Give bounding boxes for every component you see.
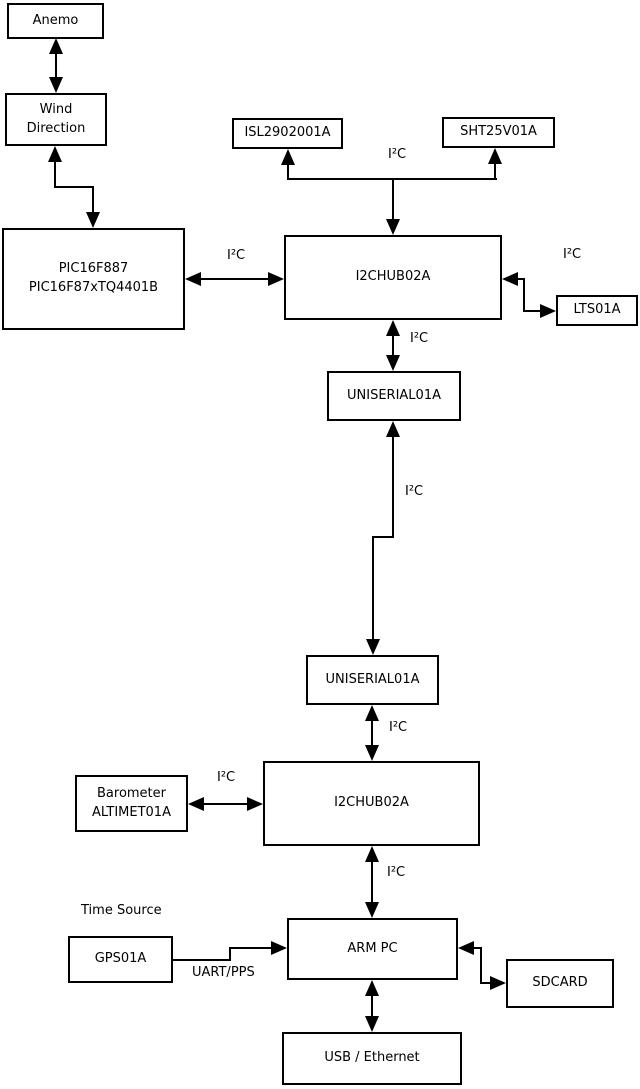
connector-topbus-sht-riser bbox=[494, 160, 496, 180]
arrowhead-down-usb-top bbox=[365, 1016, 379, 1032]
arrowhead-right-hub2-left bbox=[247, 797, 263, 811]
block-pic-label-line2: PIC16F87xTQ4401B bbox=[28, 280, 159, 295]
connector-gps-armpc-seg3 bbox=[229, 947, 273, 949]
arrowhead-up-anemo bbox=[49, 38, 63, 54]
arrowhead-right-sdcard bbox=[490, 976, 506, 990]
block-uniserial-bottom-label: UNISERIAL01A bbox=[325, 671, 420, 687]
edge-label-uart-pps: UART/PPS bbox=[192, 965, 255, 980]
edge-label-i2c-uniserial-link: I²C bbox=[405, 484, 424, 499]
arrowhead-up-hub1-bottom bbox=[386, 320, 400, 336]
block-barometer-label-line2: ALTIMET01A bbox=[92, 804, 171, 820]
connector-hub1-lts-seg3 bbox=[523, 310, 542, 312]
block-i2chub-top-label: I2CHUB02A bbox=[355, 269, 431, 285]
block-wind-direction-label-line1: Wind bbox=[39, 101, 73, 117]
block-wind-direction: Wind Direction bbox=[5, 93, 107, 146]
block-gps-label: GPS01A bbox=[94, 951, 147, 967]
edge-label-i2c-pic-hub: I²C bbox=[227, 248, 246, 263]
block-sdcard: SDCARD bbox=[506, 959, 614, 1008]
arrowhead-up-wind-bottom bbox=[48, 146, 62, 162]
arrowhead-down-uniserial1-top bbox=[386, 355, 400, 371]
arrowhead-up-hub2-bottom bbox=[365, 846, 379, 862]
block-arm-pc: ARM PC bbox=[287, 918, 458, 980]
block-barometer: Barometer ALTIMET01A bbox=[75, 775, 188, 832]
block-lts-label: LTS01A bbox=[573, 302, 621, 318]
arrowhead-up-armpc-bottom bbox=[365, 980, 379, 996]
connector-barometer-hub2-line bbox=[192, 803, 259, 805]
connector-wind-pic-seg3 bbox=[92, 186, 94, 214]
arrowhead-right-armpc-left bbox=[271, 941, 287, 955]
connector-hub1-lts-seg1 bbox=[516, 278, 525, 280]
connector-armpc-sdcard-seg3 bbox=[480, 982, 492, 984]
block-arm-pc-label: ARM PC bbox=[347, 940, 398, 956]
arrowhead-left-barometer bbox=[188, 797, 204, 811]
arrowhead-up-isl bbox=[281, 149, 295, 165]
block-lts01a: LTS01A bbox=[556, 295, 638, 326]
arrowhead-up-uniserial2-bottom bbox=[365, 705, 379, 721]
block-i2chub-top: I2CHUB02A bbox=[284, 235, 502, 320]
block-wind-direction-label-line2: Direction bbox=[26, 120, 86, 136]
block-i2chub-bottom-label: I2CHUB02A bbox=[334, 795, 409, 811]
block-sht25v01a: SHT25V01A bbox=[442, 117, 555, 148]
edge-label-i2c-hub2-armpc: I²C bbox=[387, 865, 406, 880]
arrowhead-down-armpc-top bbox=[365, 902, 379, 918]
block-uniserial-top: UNISERIAL01A bbox=[327, 371, 461, 421]
arrowhead-down-hub1-top bbox=[386, 219, 400, 235]
connector-pic-hub1-line bbox=[189, 278, 281, 280]
arrowhead-left-hub1-right bbox=[502, 272, 518, 286]
connector-armpc-usb-line bbox=[371, 993, 373, 1019]
edge-label-i2c-hub1-uniserial1: I²C bbox=[410, 331, 429, 346]
arrowhead-right-lts bbox=[540, 304, 556, 318]
connector-anemo-wind-line bbox=[55, 42, 57, 89]
block-uniserial-bottom: UNISERIAL01A bbox=[306, 655, 439, 705]
connector-topbus-isl-riser bbox=[287, 161, 289, 180]
edge-label-i2c-barometer-hub2: I²C bbox=[217, 770, 236, 785]
block-gps01a: GPS01A bbox=[68, 936, 173, 983]
block-usb-ethernet: USB / Ethernet bbox=[282, 1032, 462, 1085]
connector-gps-armpc-seg2 bbox=[229, 947, 231, 961]
block-uniserial-top-label: UNISERIAL01A bbox=[347, 387, 441, 403]
arrowhead-right-hub1-left bbox=[268, 272, 284, 286]
block-anemo-label: Anemo bbox=[32, 12, 79, 28]
connector-hub2-armpc-line bbox=[371, 859, 373, 905]
arrowhead-down-pic-top bbox=[86, 212, 100, 228]
block-usb-ethernet-label: USB / Ethernet bbox=[324, 1050, 420, 1066]
block-i2chub-bottom: I2CHUB02A bbox=[263, 761, 480, 846]
arrowhead-down-uniserial2-top bbox=[366, 639, 380, 655]
connector-gps-armpc-seg1 bbox=[173, 959, 231, 961]
block-isl-label: ISL2902001A bbox=[244, 125, 331, 141]
edge-label-i2c-top-bus: I²C bbox=[388, 147, 407, 162]
connector-wind-pic-seg2 bbox=[54, 186, 94, 188]
block-pic-microcontroller: PIC16F887 PIC16F87xTQ4401B bbox=[2, 228, 185, 330]
connector-hub1-uniserial1-line bbox=[392, 333, 394, 359]
connector-wind-pic-seg1 bbox=[54, 158, 56, 188]
block-sht-label: SHT25V01A bbox=[460, 124, 537, 140]
connector-uniserial-link-seg1 bbox=[392, 434, 394, 538]
connector-armpc-sdcard-seg1 bbox=[472, 947, 482, 949]
edge-label-i2c-uniserial2-hub2: I²C bbox=[389, 720, 408, 735]
connector-hub1-lts-seg2 bbox=[523, 278, 525, 312]
block-barometer-label-line1: Barometer bbox=[97, 785, 166, 801]
arrowhead-down-wind bbox=[49, 77, 63, 93]
edge-label-i2c-hub-lts: I²C bbox=[563, 247, 582, 262]
arrowhead-down-hub2-top bbox=[365, 745, 379, 761]
connector-armpc-sdcard-seg2 bbox=[480, 947, 482, 984]
connector-uniserial-link-seg2 bbox=[372, 536, 394, 538]
block-isl2902001a: ISL2902001A bbox=[232, 118, 343, 149]
connector-topbus-hub-drop bbox=[392, 178, 394, 221]
arrowhead-up-sht bbox=[488, 148, 502, 164]
block-anemo: Anemo bbox=[7, 3, 104, 39]
block-pic-label-line1: PIC16F887 bbox=[58, 261, 129, 277]
arrowhead-left-pic bbox=[185, 272, 201, 286]
edge-label-time-source: Time Source bbox=[81, 903, 162, 918]
connector-uniserial-link-seg3 bbox=[372, 536, 374, 641]
block-sdcard-label: SDCARD bbox=[532, 975, 588, 991]
arrowhead-left-armpc-right bbox=[458, 941, 474, 955]
arrowhead-up-uniserial1-bottom bbox=[386, 421, 400, 437]
connector-uniserial2-hub2-line bbox=[371, 718, 373, 748]
